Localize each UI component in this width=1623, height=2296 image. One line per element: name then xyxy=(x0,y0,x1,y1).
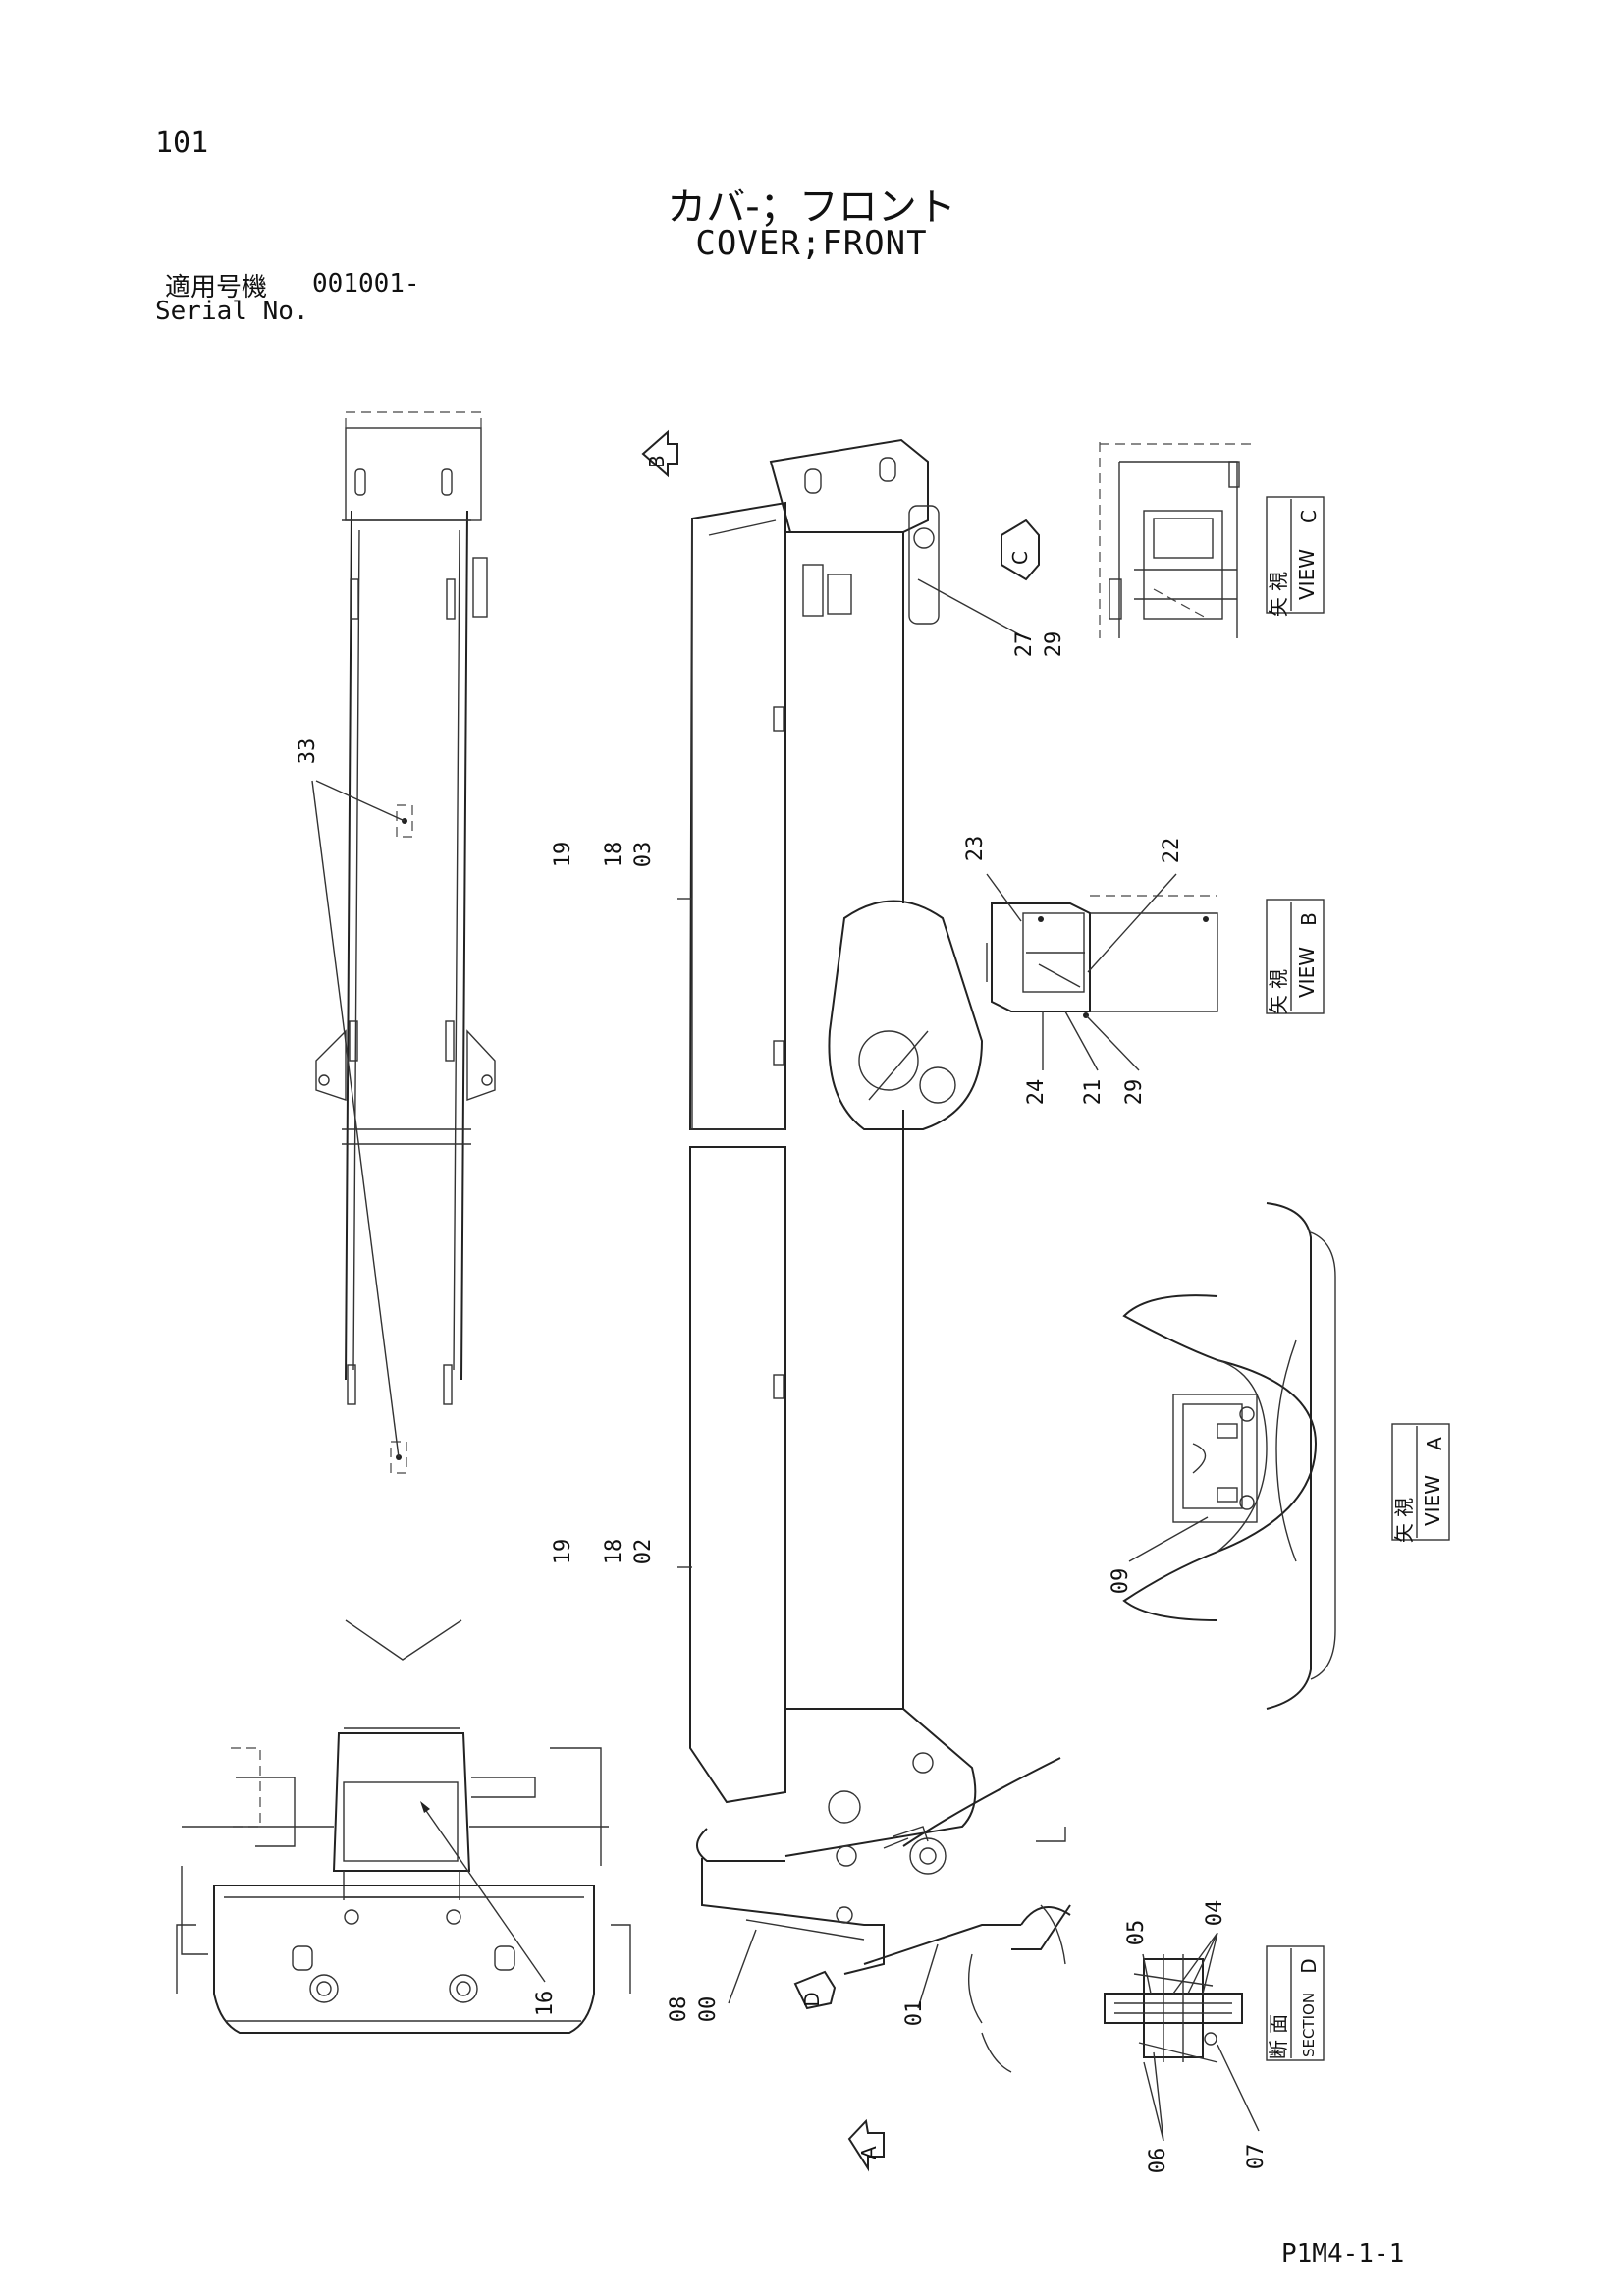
view-a-detail xyxy=(1122,1202,1336,1710)
serial-label-english: Serial No. xyxy=(155,297,309,326)
arrow-marker-b: B xyxy=(645,455,669,468)
section-d-section-word: SECTION xyxy=(1300,1993,1318,2057)
boom-top-view xyxy=(176,411,631,2034)
part-label-21: 21 xyxy=(1081,1079,1106,1106)
part-label-07: 07 xyxy=(1244,2144,1269,2170)
serial-number: 001001- xyxy=(312,269,420,299)
arrow-marker-d: D xyxy=(800,1992,824,2006)
view-c-label: C 矢 視 VIEW xyxy=(1266,496,1325,617)
document-code: P1M4-1-1 xyxy=(1281,2239,1405,2269)
view-b-label: B 矢 視 VIEW xyxy=(1266,899,1325,1014)
part-label-05: 05 xyxy=(1124,1920,1149,1946)
view-b-detail xyxy=(986,895,1218,1018)
part-label-23: 23 xyxy=(963,836,988,862)
detail-leader-lines xyxy=(986,873,1260,2142)
view-c-japanese: 矢 視 xyxy=(1267,572,1290,617)
part-label-16: 16 xyxy=(533,1991,558,2017)
part-label-18-upper: 18 xyxy=(602,842,626,868)
view-c-view-word: VIEW xyxy=(1295,549,1319,600)
title-english: COVER;FRONT xyxy=(695,224,928,263)
title-japanese: カバ-；フロント xyxy=(667,185,956,230)
part-label-33: 33 xyxy=(296,738,320,765)
part-label-29-c: 29 xyxy=(1042,631,1066,658)
view-b-view-word: VIEW xyxy=(1295,947,1319,998)
section-d-label: D 断 面 SECTION xyxy=(1266,1945,1325,2061)
part-label-18-lower: 18 xyxy=(602,1539,626,1565)
part-label-29-b: 29 xyxy=(1122,1079,1147,1106)
part-label-02: 02 xyxy=(631,1539,656,1565)
page-number: 101 xyxy=(155,126,209,160)
part-label-27: 27 xyxy=(1012,631,1037,658)
view-a-japanese: 矢 視 xyxy=(1392,1498,1416,1543)
part-labels: 33 16 19 18 03 19 18 02 08 00 01 27 29 2… xyxy=(296,631,1269,2174)
part-label-19-upper: 19 xyxy=(551,842,575,868)
view-a-label: A 矢 視 VIEW xyxy=(1391,1423,1450,1543)
section-d-detail xyxy=(1104,1954,1243,2063)
view-c-detail xyxy=(1099,442,1252,638)
view-a-letter: A xyxy=(1423,1437,1446,1450)
view-b-japanese: 矢 視 xyxy=(1267,969,1290,1014)
part-label-24: 24 xyxy=(1024,1079,1049,1106)
view-b-letter: B xyxy=(1297,912,1321,926)
part-label-04: 04 xyxy=(1203,1900,1227,1927)
serial-label-japanese: 適用号機 xyxy=(165,273,268,302)
section-d-letter: D xyxy=(1297,1958,1321,1973)
view-c-letter: C xyxy=(1297,510,1321,523)
arrow-marker-a: A xyxy=(857,2146,881,2159)
boom-side-view xyxy=(641,429,1071,2172)
part-label-03: 03 xyxy=(631,842,656,868)
arrow-markers: B C D A xyxy=(645,455,1032,2159)
view-a-view-word: VIEW xyxy=(1421,1475,1444,1526)
part-label-19-lower: 19 xyxy=(551,1539,575,1565)
part-label-01: 01 xyxy=(902,2000,927,2027)
part-label-06: 06 xyxy=(1146,2148,1170,2174)
section-d-japanese: 断 面 xyxy=(1267,2014,1290,2059)
part-label-09: 09 xyxy=(1109,1568,1133,1595)
arrow-marker-c: C xyxy=(1008,551,1032,565)
part-label-00: 00 xyxy=(696,1996,721,2023)
part-label-22: 22 xyxy=(1160,838,1184,864)
part-label-08: 08 xyxy=(667,1996,691,2023)
